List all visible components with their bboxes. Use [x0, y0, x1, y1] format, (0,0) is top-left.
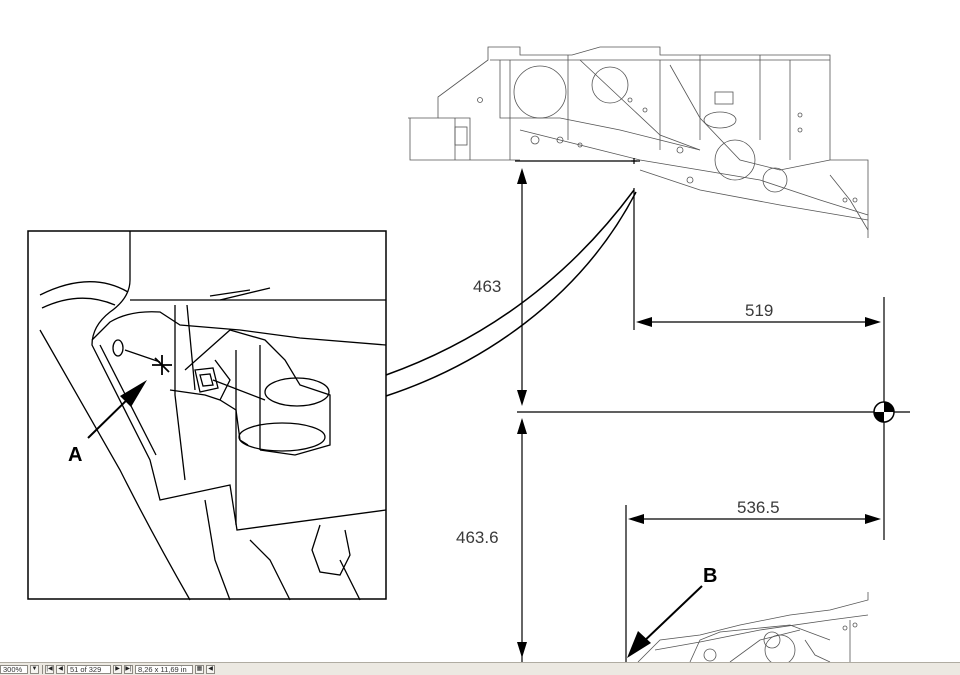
page-size: 8,26 x 11,69 in — [138, 664, 187, 674]
last-page-icon: ▶| — [125, 666, 132, 672]
page-number-field[interactable]: 51 of 329 — [67, 664, 111, 674]
callout-b-label: B — [703, 565, 717, 587]
dimension-536-5: 536.5 — [737, 498, 780, 517]
upper-body-outline — [408, 46, 869, 238]
callout-a-arrow — [87, 380, 147, 439]
last-page-button[interactable]: ▶| — [124, 664, 133, 674]
viewer-statusbar: 300% ▼ |◀ ◀ 51 of 329 ▶ ▶| 8,26 x 11,69 … — [0, 662, 960, 675]
next-page-icon: ▶ — [115, 666, 120, 672]
detail-inset-frame — [27, 230, 387, 600]
datum-target-icon — [873, 401, 895, 423]
page-layout-button[interactable]: ▦ — [195, 664, 204, 674]
callout-b-arrow — [627, 585, 703, 658]
first-page-icon: |◀ — [46, 666, 53, 672]
dimension-lines — [517, 172, 910, 662]
target-cross-marker — [152, 355, 172, 375]
dimension-463: 463 — [473, 277, 501, 296]
zoom-dropdown-button[interactable]: ▼ — [30, 664, 39, 674]
dimension-arrows — [517, 168, 881, 658]
dropdown-icon: ▼ — [31, 666, 38, 672]
upper-reference-marks — [515, 158, 640, 164]
page-size-field: 8,26 x 11,69 in — [135, 664, 193, 674]
scroll-left-button[interactable]: ◀ — [206, 664, 215, 674]
callout-a-label: A — [68, 444, 82, 466]
detail-part-drawing — [39, 231, 387, 601]
page-layout-icon: ▦ — [196, 666, 203, 672]
dimension-519: 519 — [745, 301, 773, 320]
separator — [42, 664, 43, 674]
lower-body-outline — [637, 592, 869, 662]
prev-page-button[interactable]: ◀ — [56, 664, 65, 674]
dimension-463-6: 463.6 — [456, 528, 499, 547]
page-indicator: 51 of 329 — [70, 664, 102, 674]
zoom-value: 300% — [3, 664, 23, 674]
detail-leader-lines — [385, 189, 637, 397]
prev-page-icon: ◀ — [58, 666, 63, 672]
next-page-button[interactable]: ▶ — [113, 664, 122, 674]
first-page-button[interactable]: |◀ — [45, 664, 54, 674]
scroll-left-icon: ◀ — [208, 666, 213, 672]
zoom-field[interactable]: 300% — [0, 664, 28, 674]
